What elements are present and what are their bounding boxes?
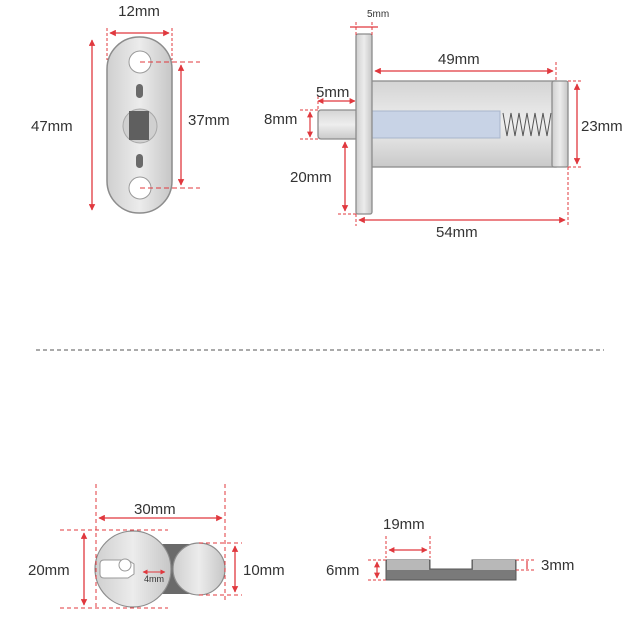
pin-cavity (371, 110, 501, 139)
flange-thickness-label: 5mm (367, 9, 389, 20)
square-hole (129, 111, 149, 140)
plate-height-label: 47mm (31, 118, 73, 135)
flange-plate (355, 33, 373, 215)
keyhole-round (118, 558, 132, 572)
latch-side-view: 5mm 49mm 5mm 8mm 23mm 20mm 54mm (264, 9, 623, 241)
end-width-label: 30mm (134, 501, 176, 518)
strip-right-pad (473, 560, 515, 570)
small-end-circle (172, 542, 226, 596)
body-length-label: 49mm (438, 51, 480, 68)
end-height-label: 20mm (28, 562, 70, 579)
pin-diameter-label: 8mm (264, 111, 297, 128)
spring (502, 112, 552, 137)
plate-width-label: 12mm (118, 3, 160, 20)
strip-length-label: 19mm (383, 516, 425, 533)
total-length-label: 54mm (436, 224, 478, 241)
mounting-plate-view: 12mm 47mm 37mm (31, 3, 230, 214)
latch-pin (317, 109, 359, 140)
body-height-label: 23mm (581, 118, 623, 135)
slot-width-label: 4mm (144, 574, 164, 584)
strip-thickness-label: 3mm (541, 557, 574, 574)
end-view: 30mm 20mm 10mm 4mm (28, 484, 285, 610)
strip-left-pad (387, 560, 429, 570)
upper-slot (136, 84, 143, 98)
lower-slot (136, 154, 143, 168)
small-circle-label: 10mm (243, 562, 285, 579)
strip-height-label: 6mm (326, 562, 359, 579)
flange-lower-label: 20mm (290, 169, 332, 186)
strip-side-view: 19mm 6mm 3mm (326, 516, 574, 581)
hole-spacing-label: 37mm (188, 112, 230, 129)
end-cap (551, 80, 569, 168)
pin-offset-label: 5mm (316, 84, 349, 101)
